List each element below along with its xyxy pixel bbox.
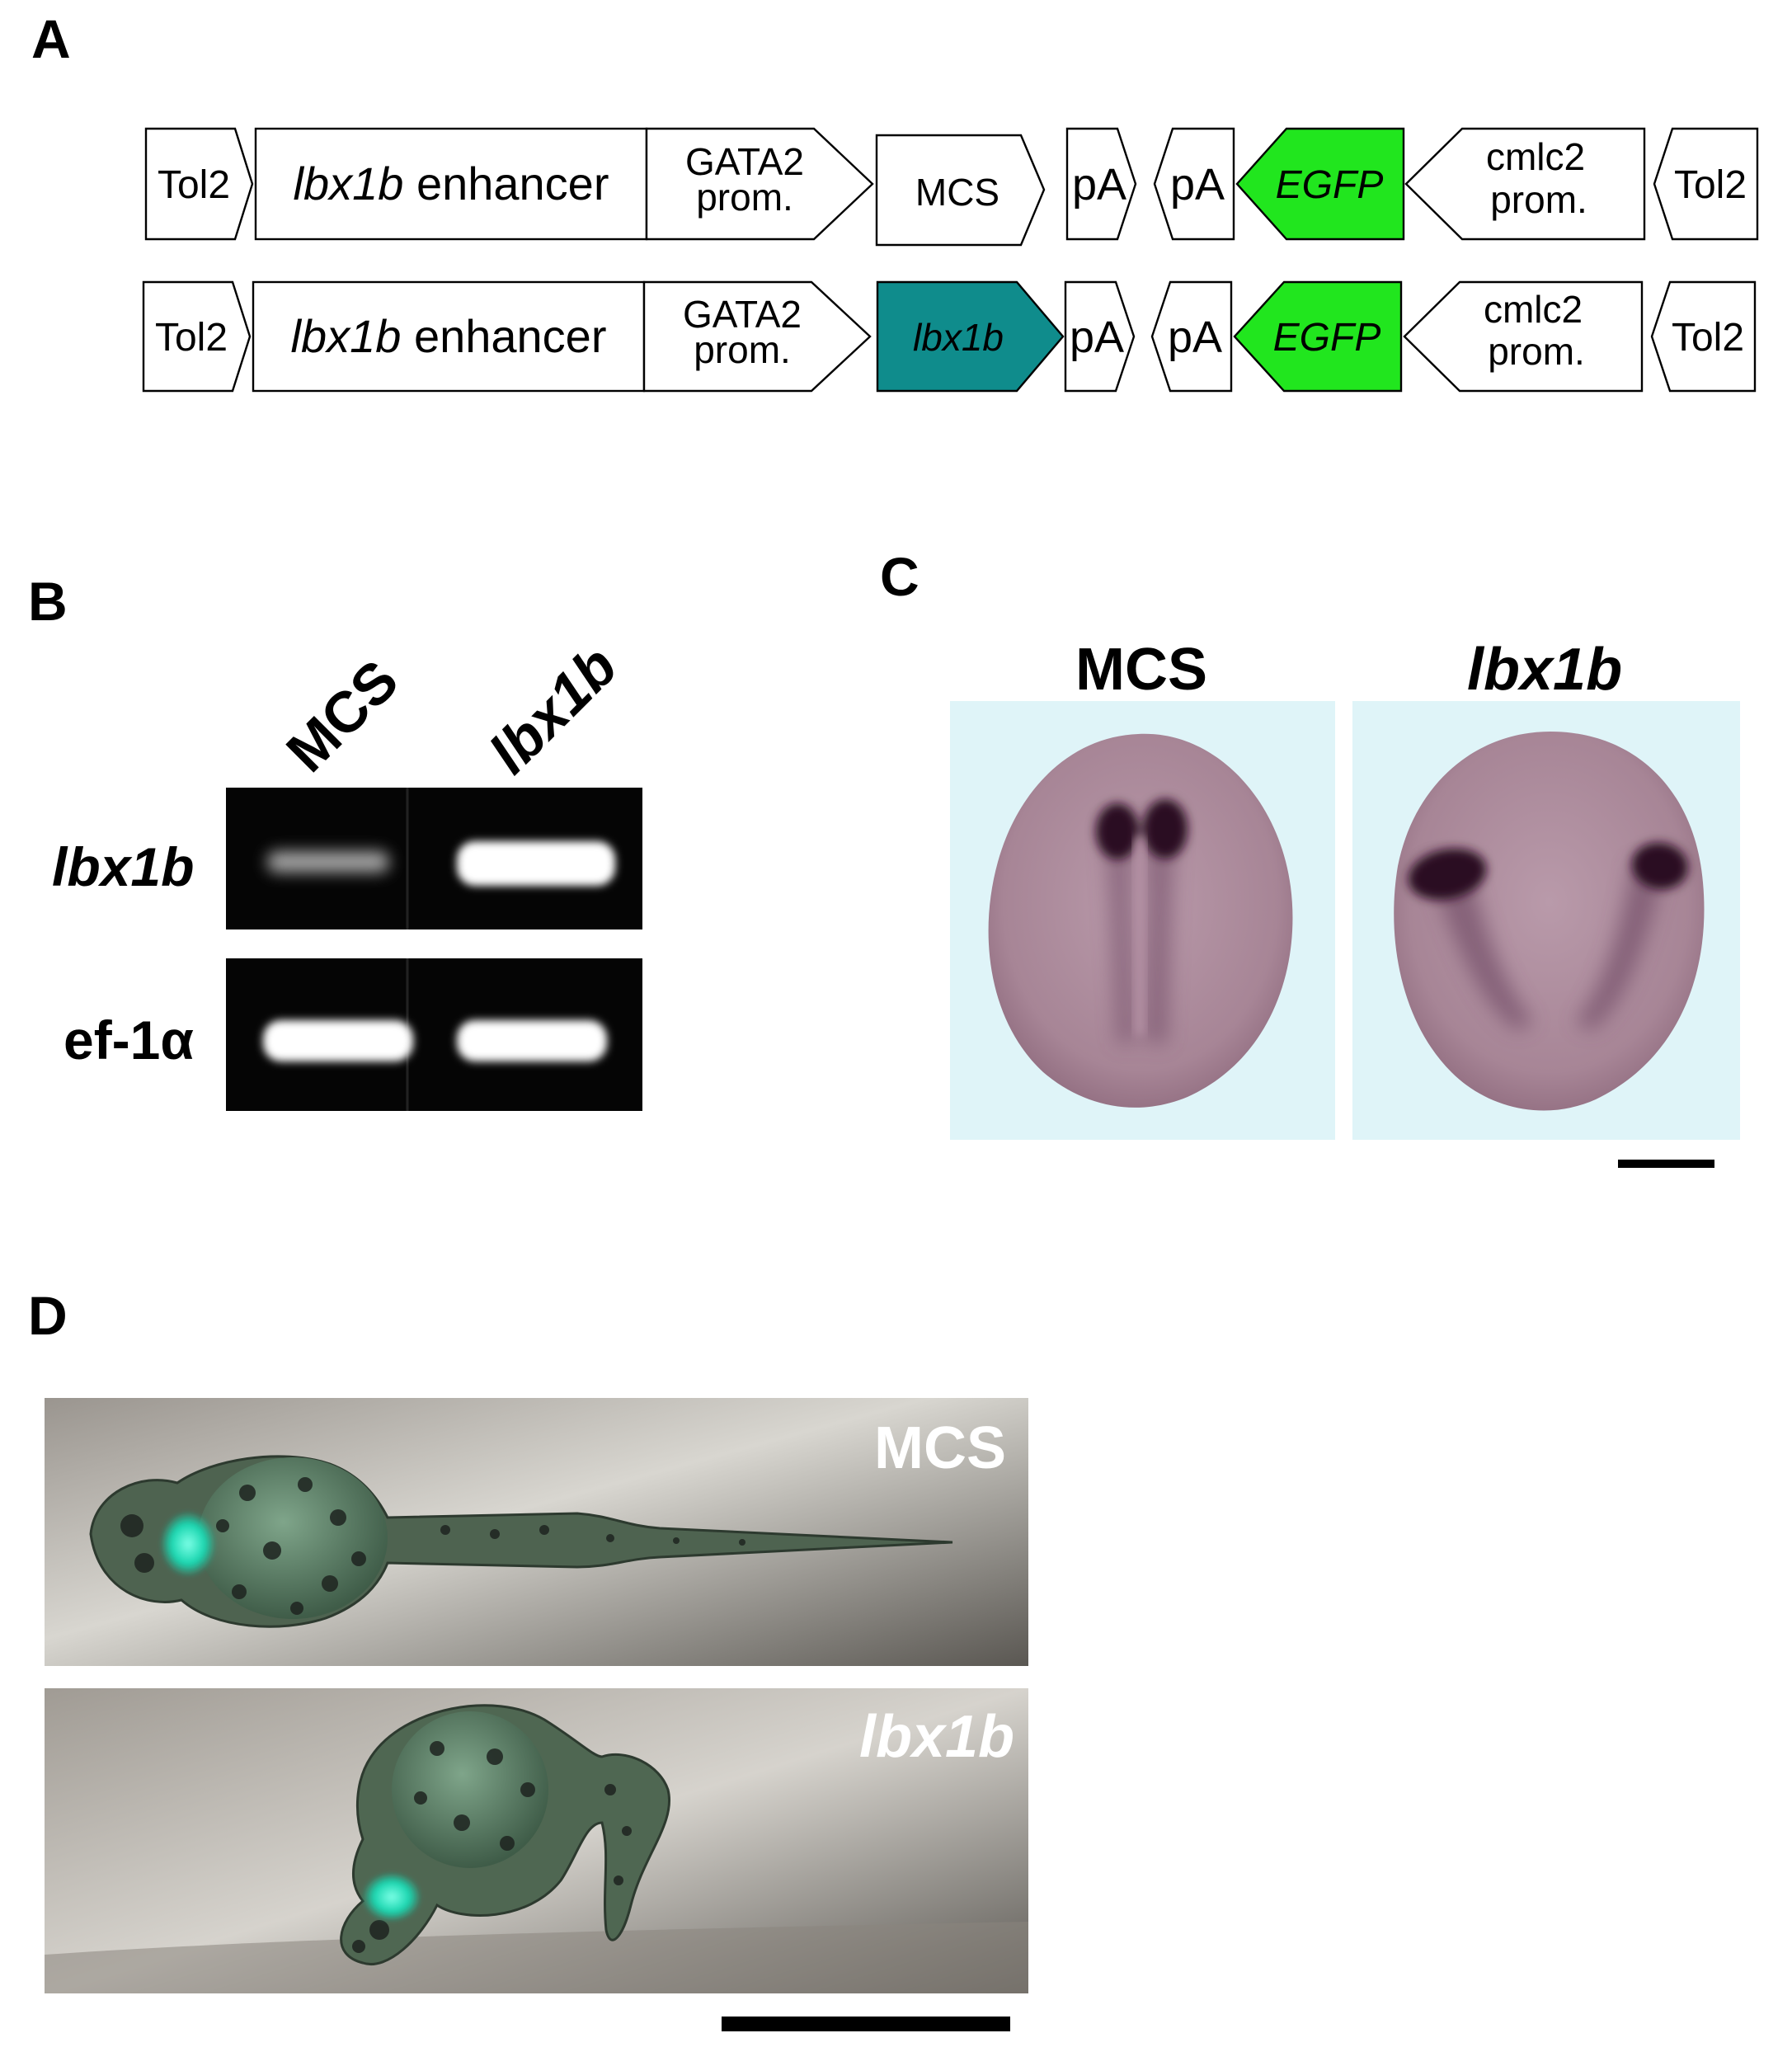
larva-label-lbx1b: lbx1b: [859, 1704, 1014, 1770]
larva-images: MCS lbx1b: [45, 1398, 1028, 2031]
ish-label-mcs: MCS: [1075, 637, 1207, 703]
ish-signal-lbx1b-right: [1632, 842, 1688, 890]
panel-letter-b: B: [28, 571, 68, 632]
row1-pa2-label: pA: [1170, 160, 1225, 209]
ish-signal-lbx1b-left: [1408, 849, 1487, 900]
ish-signal-mcs-right: [1143, 799, 1188, 859]
row1-mcs-box: [875, 134, 1046, 247]
ish-label-lbx1b: lbx1b: [1467, 637, 1623, 703]
row1-cmlc2-box: [1404, 127, 1646, 241]
row2-pa1-label: pA: [1070, 313, 1124, 362]
panel-letter-d: D: [28, 1285, 68, 1346]
gel-band-lbx1b-lbx1b: [457, 841, 615, 886]
gel-band-ef1a-mcs: [263, 1020, 413, 1061]
row2-lbx1b-label: lbx1b: [913, 316, 1004, 359]
gel-band-ef1a-lbx1b: [457, 1020, 607, 1061]
ish-images: [950, 701, 1740, 1168]
row1-mcs-label: MCS: [915, 171, 999, 214]
row1-tol2-left-label: Tol2: [158, 163, 230, 207]
row1-gata2-box: [645, 127, 874, 241]
row1-enhancer-label: lbx1b enhancer: [294, 158, 609, 209]
gel-row-label-ef1a: ef-1α: [63, 1009, 194, 1071]
row2-tol2-left-box: [142, 280, 252, 393]
ish-embryo-lbx1b: [1394, 732, 1705, 1111]
scale-bar-d: [722, 2017, 1010, 2031]
row2-tol2-left-label: Tol2: [155, 316, 228, 360]
row1-pa1-box: [1065, 127, 1137, 241]
row2-tol2-right-label: Tol2: [1672, 316, 1744, 360]
row2-egfp-box: [1233, 280, 1403, 393]
row1-gata2-label-2: prom.: [696, 176, 793, 219]
row2-cmlc2-label-1: cmlc2: [1484, 288, 1583, 331]
larva-lbx1b-heart-egfp: [362, 1872, 421, 1922]
gel-lane-label-lbx1b: lbx1b: [477, 633, 628, 785]
row2-pa2-box: [1150, 280, 1233, 393]
row2-lbx1b-box: [876, 280, 1065, 393]
row2-cmlc2-label-2: prom.: [1488, 330, 1585, 373]
row2-gata2-label-1: GATA2: [683, 293, 802, 336]
row2-gata2-box: [642, 280, 872, 393]
row2-cmlc2-box: [1403, 280, 1644, 393]
row1-egfp-label: EGFP: [1276, 163, 1384, 207]
row1-tol2-right-label: Tol2: [1674, 163, 1747, 207]
construct-diagram: Tol2 lbx1b enhancer GATA2 prom. MCS pA p…: [142, 127, 1759, 393]
row1-cmlc2-label-1: cmlc2: [1486, 135, 1585, 178]
larva-label-mcs: MCS: [874, 1415, 1006, 1481]
row2-egfp-label: EGFP: [1273, 316, 1381, 360]
row1-tol2-right-box: [1653, 127, 1759, 241]
row2-gata2-label-2: prom.: [694, 328, 791, 371]
ish-signal-mcs-left: [1096, 803, 1139, 859]
panel-letter-a: A: [31, 8, 71, 69]
gel-image: [226, 788, 642, 1111]
row1-cmlc2-label-2: prom.: [1490, 178, 1587, 221]
gel-lane-label-mcs: MCS: [274, 647, 410, 784]
row1-gata2-label-1: GATA2: [685, 140, 804, 183]
row2-pa1-box: [1064, 280, 1136, 393]
row2-pa2-label: pA: [1168, 313, 1222, 362]
gel-lane-labels: MCS lbx1b: [274, 633, 628, 785]
gel-row-label-lbx1b: lbx1b: [52, 836, 195, 897]
row2-tol2-right-box: [1650, 280, 1757, 393]
row1-pa2-box: [1153, 127, 1235, 241]
gel-band-lbx1b-mcs: [267, 851, 389, 873]
larva-mcs-heart-egfp: [160, 1511, 216, 1577]
row1-tol2-left-box: [144, 127, 254, 241]
row1-enhancer-box: [254, 127, 648, 241]
panel-letter-c: C: [880, 546, 920, 607]
row1-egfp-box: [1235, 127, 1405, 241]
scale-bar-c: [1618, 1160, 1714, 1168]
row1-pa1-label: pA: [1072, 160, 1126, 209]
row2-enhancer-label: lbx1b enhancer: [291, 310, 607, 362]
